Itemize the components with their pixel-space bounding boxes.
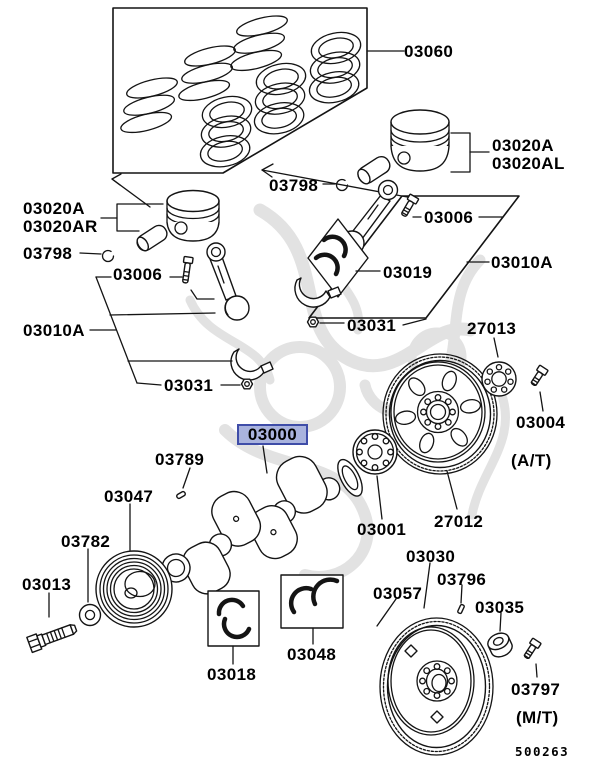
part-label-03006-left[interactable]: 03006 xyxy=(113,265,163,284)
piston-ring-set-drawing xyxy=(110,7,419,208)
part-label-03001[interactable]: 03001 xyxy=(357,520,407,539)
part-label-03035[interactable]: 03035 xyxy=(475,598,525,617)
part-label-03796[interactable]: 03796 xyxy=(437,570,487,589)
part-label-03020al[interactable]: 03020AL xyxy=(492,154,565,173)
part-label-03789[interactable]: 03789 xyxy=(155,450,205,469)
main-bearing-box-drawing xyxy=(207,590,260,665)
part-label-03030[interactable]: 03030 xyxy=(406,547,456,566)
part-label-03004[interactable]: 03004 xyxy=(516,413,566,432)
part-label-03000-selected[interactable]: 03000 xyxy=(237,424,308,445)
part-label-03798-left[interactable]: 03798 xyxy=(23,244,73,263)
mt-flywheel-drawing xyxy=(376,562,542,756)
part-label-03060[interactable]: 03060 xyxy=(404,42,454,61)
part-label-03010a-left[interactable]: 03010A xyxy=(23,321,85,340)
part-label-03020a-left[interactable]: 03020A xyxy=(23,199,85,218)
crank-pulley-drawing xyxy=(26,503,173,654)
right-piston-rod-group-drawing xyxy=(294,109,520,328)
transmission-note-mt: (M/T) xyxy=(516,708,559,727)
part-label-03020a-right[interactable]: 03020A xyxy=(492,136,554,155)
part-label-27013[interactable]: 27013 xyxy=(467,319,517,338)
part-label-03031-right[interactable]: 03031 xyxy=(347,316,397,335)
part-label-03020ar[interactable]: 03020AR xyxy=(23,217,98,236)
part-label-03006-right[interactable]: 03006 xyxy=(424,208,474,227)
part-label-03018[interactable]: 03018 xyxy=(207,665,257,684)
part-label-03782[interactable]: 03782 xyxy=(61,532,111,551)
transmission-note-at: (A/T) xyxy=(511,451,552,470)
part-label-03057[interactable]: 03057 xyxy=(373,584,423,603)
part-label-27012[interactable]: 27012 xyxy=(434,512,484,531)
part-label-03797[interactable]: 03797 xyxy=(511,680,561,699)
part-label-03010a-right[interactable]: 03010A xyxy=(491,253,553,272)
part-label-03013[interactable]: 03013 xyxy=(22,575,72,594)
part-label-03048[interactable]: 03048 xyxy=(287,645,337,664)
part-label-03047[interactable]: 03047 xyxy=(104,487,154,506)
thrust-washer-box-drawing xyxy=(280,574,344,645)
at-flywheel-drawing xyxy=(382,337,549,510)
part-label-03019[interactable]: 03019 xyxy=(383,263,433,282)
left-piston-rod-group-drawing xyxy=(79,189,274,390)
crankshaft-drawing xyxy=(124,429,398,600)
drawing-number: 500263 xyxy=(515,744,570,759)
part-label-03031-left[interactable]: 03031 xyxy=(164,376,214,395)
part-label-03798-right[interactable]: 03798 xyxy=(269,176,319,195)
